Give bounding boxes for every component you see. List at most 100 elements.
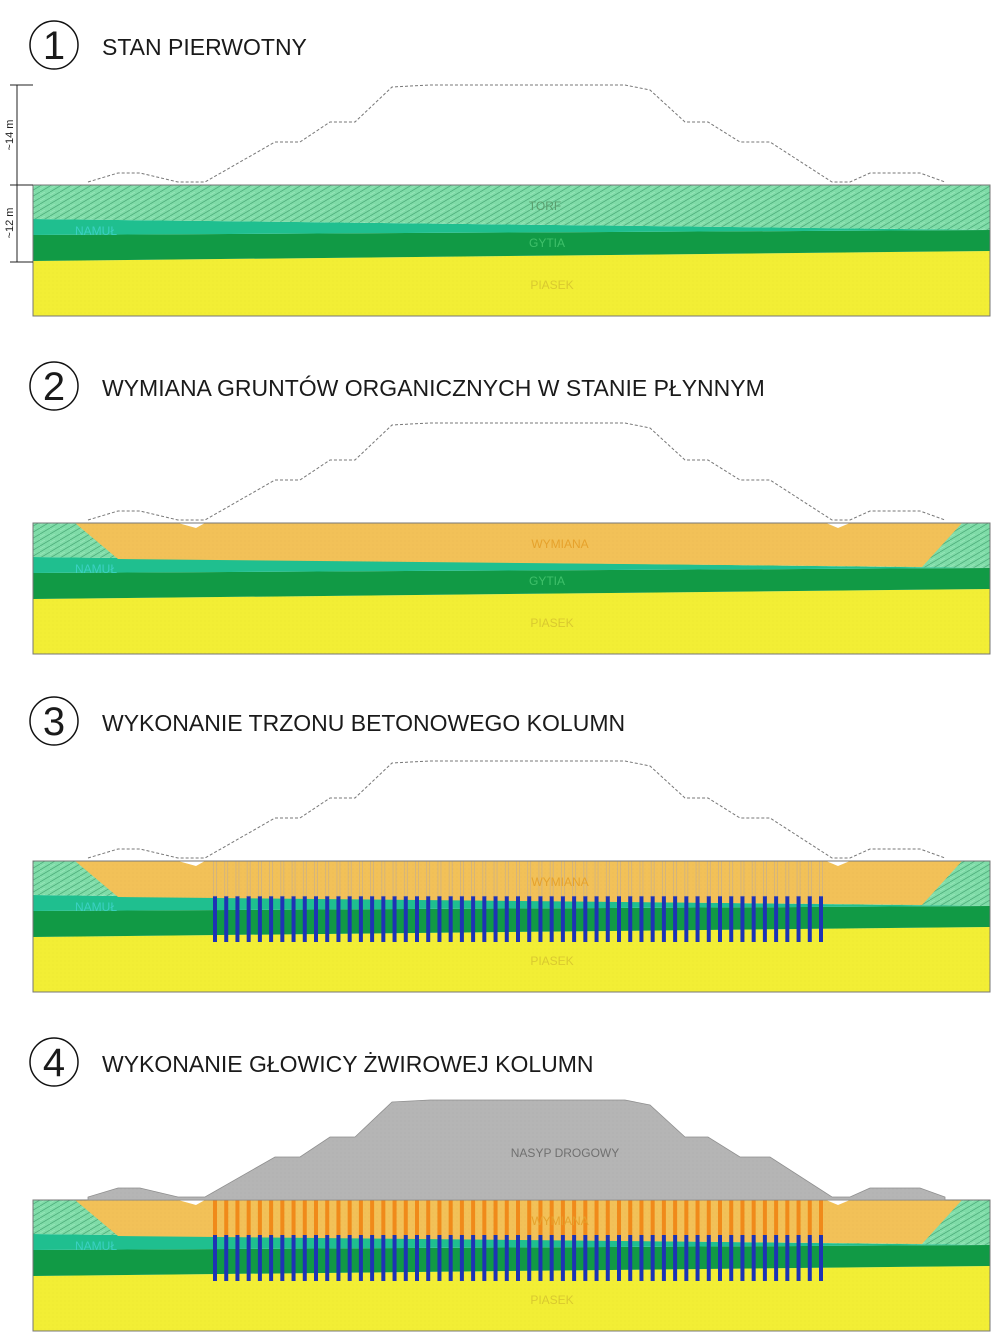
gravel-column-head: [605, 1200, 610, 1235]
gravel-column-head: [796, 1200, 801, 1235]
gravel-column-head: [684, 1200, 689, 1235]
label-namul: NAMUŁ: [75, 562, 117, 576]
gravel-column-head: [695, 1200, 700, 1235]
gravel-column-head: [628, 1200, 633, 1235]
gravel-column-head: [280, 1200, 285, 1235]
concrete-column: [560, 1235, 565, 1281]
gravel-column-head: [370, 1200, 375, 1235]
gravel-column-head: [762, 1200, 767, 1235]
concrete-column: [257, 896, 262, 942]
gravel-column-head: [347, 1200, 352, 1235]
gravel-column-head: [213, 1200, 217, 1235]
concrete-column: [639, 1235, 644, 1281]
concrete-column: [415, 896, 419, 942]
gravel-column-head: [650, 1200, 655, 1235]
step-number-circle: [29, 20, 79, 70]
concrete-column: [628, 1235, 633, 1281]
step-number-circle: [29, 696, 79, 746]
layer-gytia: [33, 568, 990, 599]
concrete-column: [740, 1235, 745, 1281]
concrete-column: [706, 896, 711, 942]
concrete-column: [695, 896, 700, 942]
embankment-outline: [87, 84, 946, 183]
gravel-column-head: [358, 1200, 363, 1235]
concrete-column: [527, 896, 532, 942]
concrete-column: [594, 1235, 599, 1281]
concrete-column: [695, 1235, 700, 1281]
concrete-column: [617, 1235, 621, 1281]
concrete-column: [583, 1235, 588, 1281]
concrete-column: [336, 896, 341, 942]
gravel-column-head: [471, 1200, 476, 1235]
toe-dip-right: [826, 1200, 850, 1205]
concrete-column: [235, 1235, 240, 1281]
gravel-column-head: [325, 1200, 330, 1235]
concrete-column: [516, 1235, 520, 1281]
step-number: 3: [43, 700, 65, 744]
label-namul: NAMUŁ: [75, 1239, 117, 1253]
concrete-column: [459, 1235, 464, 1281]
gravel-column-head: [224, 1200, 229, 1235]
concrete-column: [628, 896, 633, 942]
panel-frame: [32, 860, 991, 993]
label-namul: NAMUŁ: [75, 900, 117, 914]
layer-wymiana-texture: [75, 523, 962, 567]
layer-piasek-texture: [33, 251, 990, 316]
gravel-column-head: [751, 1200, 756, 1235]
step-number: 2: [43, 365, 65, 409]
concrete-column: [347, 1235, 352, 1281]
gravel-column-head: [314, 1200, 318, 1235]
concrete-column: [381, 896, 386, 942]
concrete-column: [594, 896, 599, 942]
gravel-column-head: [549, 1200, 554, 1235]
concrete-column: [246, 1235, 251, 1281]
concrete-column: [392, 1235, 397, 1281]
gravel-column-head: [718, 1200, 722, 1235]
toe-dip-left: [178, 1200, 205, 1205]
concrete-column: [358, 1235, 363, 1281]
layer-namul: [33, 219, 990, 235]
concrete-column: [314, 896, 318, 942]
concrete-column: [684, 896, 689, 942]
gravel-column-head: [774, 1200, 779, 1235]
layer-namul: [33, 557, 990, 573]
concrete-column: [314, 1235, 318, 1281]
concrete-column: [336, 1235, 341, 1281]
concrete-column: [426, 1235, 431, 1281]
layer-piasek-texture: [33, 1266, 990, 1331]
label-gytia: GYTIA: [529, 574, 565, 588]
concrete-column: [325, 1235, 330, 1281]
concrete-column: [493, 896, 498, 942]
step-title: WYKONANIE TRZONU BETONOWEGO KOLUMN: [102, 710, 625, 736]
label-nasyp: NASYP DROGOWY: [511, 1146, 619, 1160]
concrete-column: [291, 896, 296, 942]
concrete-column: [459, 896, 464, 942]
label-namul: NAMUŁ: [75, 224, 117, 238]
gravel-column-head: [740, 1200, 745, 1235]
gravel-column-head: [381, 1200, 386, 1235]
concrete-column: [448, 1235, 453, 1281]
concrete-column: [673, 1235, 678, 1281]
concrete-column: [796, 1235, 801, 1281]
concrete-column: [426, 896, 431, 942]
concrete-column: [762, 896, 767, 942]
concrete-column: [751, 896, 756, 942]
concrete-column: [471, 896, 476, 942]
concrete-column: [538, 896, 543, 942]
embankment-texture: [88, 1100, 945, 1200]
gravel-column-head: [639, 1200, 644, 1235]
step-title: STAN PIERWOTNY: [102, 34, 307, 60]
concrete-column: [605, 1235, 610, 1281]
concrete-column: [572, 1235, 577, 1281]
concrete-column: [448, 896, 453, 942]
toe-dip-right: [826, 861, 850, 866]
gravel-column-head: [819, 1200, 823, 1235]
concrete-column: [516, 896, 520, 942]
concrete-column: [504, 896, 509, 942]
concrete-column: [583, 896, 588, 942]
concrete-column: [819, 1235, 823, 1281]
